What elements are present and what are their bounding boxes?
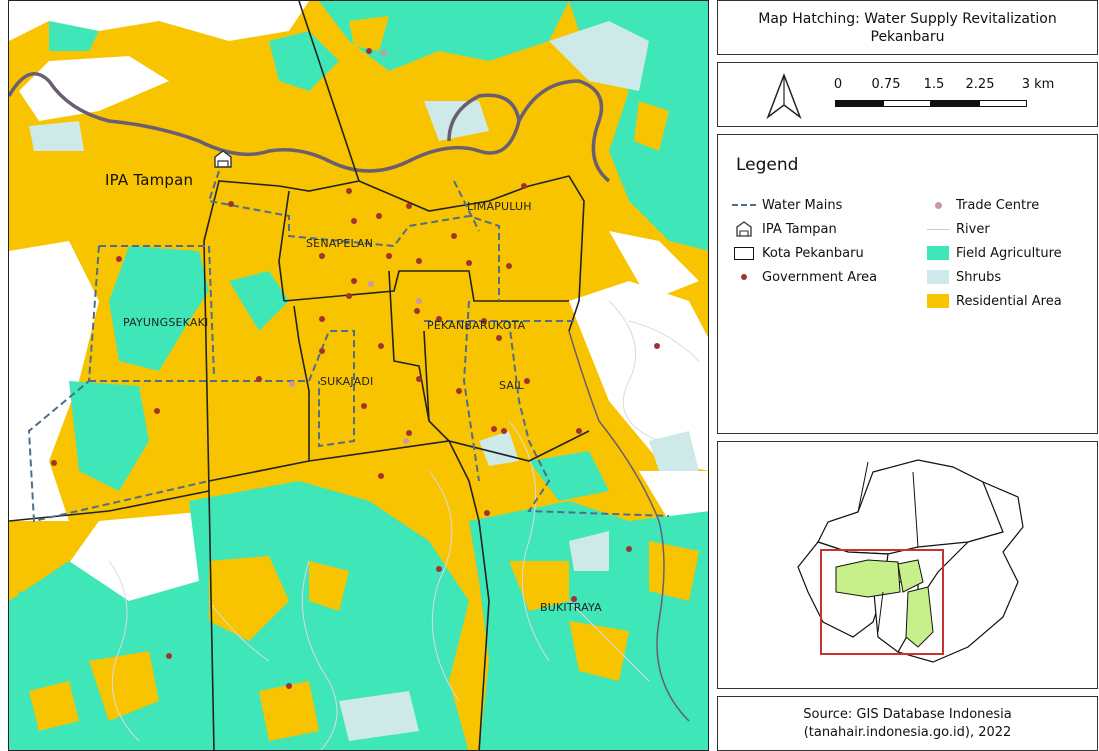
inset-boundary-lines [857,461,919,633]
legend-label: IPA Tampan [762,221,837,237]
label-district: PAYUNGSEKAKI [123,316,209,329]
legend-item-kota-pekanbaru: Kota Pekanbaru [732,245,864,261]
label-district: SUKAJADI [320,375,374,388]
study-area-centre [897,559,924,593]
legend-title: Legend [736,155,799,175]
water-treatment-plant-icon [736,221,752,237]
scale-segment-white [883,100,931,107]
source-line-2: (tanahair.indonesia.go.id), 2022 [803,724,1012,740]
legend-label: River [956,221,990,237]
fill-icon [927,246,949,260]
shrubs [29,21,699,741]
dot-icon [741,274,747,280]
boundary-box-icon [734,246,754,260]
siak-river [9,72,611,183]
legend-item-shrubs: Shrubs [926,269,1001,285]
legend-label: Trade Centre [956,197,1040,213]
source-attribution: Source: GIS Database Indonesia (tanahair… [717,696,1098,751]
unclassified-land [9,1,708,601]
dashed-line-icon [732,204,756,206]
legend-item-government-area: Government Area [732,269,877,285]
label-district: PEKANBARUKOTA [427,319,526,332]
map-title-line-2: Pekanbaru [870,28,945,45]
label-district: SENAPELAN [306,237,374,250]
scale-and-north-panel: 0 0.75 1.5 2.25 3 km [717,62,1098,127]
scale-tick-label: 3 km [1021,77,1055,92]
scale-segment-black [931,100,979,107]
inset-locator-map [717,441,1098,689]
legend-item-river: River [926,221,990,237]
water-mains [27,170,670,523]
dot-icon [934,201,942,209]
region-north [817,459,1004,555]
minor-rivers [108,300,700,750]
legend-item-trade-centre: Trade Centre [926,197,1039,213]
label-district: SAIL [499,379,524,392]
label-district: BUKITRAYA [540,601,602,614]
legend-label: Kota Pekanbaru [762,245,864,261]
legend-item-field-agriculture: Field Agriculture [926,245,1062,261]
fill-icon [927,294,949,308]
legend-item-water-mains: Water Mains [732,197,842,213]
legend-item-ipa-tampan: IPA Tampan [732,221,837,237]
study-area-south [905,586,934,648]
north-arrow-icon [766,73,802,119]
government-area-points [51,48,660,689]
label-ipa-tampan: IPA Tampan [105,171,194,189]
scale-segment-black [835,100,883,107]
study-area-north [835,559,901,598]
legend-label: Shrubs [956,269,1002,285]
legend-label: Field Agriculture [956,245,1062,261]
legend-label: Water Mains [762,197,843,213]
scale-segment-white [979,100,1027,107]
trade-centre-points [289,50,422,444]
water-treatment-plant-icon [214,150,232,168]
map-canvas [9,1,708,750]
scale-tick-label: 0.75 [871,77,901,92]
siak-river-south [568,330,690,722]
label-district: LIMAPULUH [467,200,532,213]
inset-map-canvas [797,459,1024,663]
map-title-line-1: Map Hatching: Water Supply Revitalizatio… [758,10,1057,27]
legend-label: Residential Area [956,293,1062,309]
scale-tick-label: 1.5 [923,77,945,92]
study-area-frame [820,549,944,655]
legend-item-residential-area: Residential Area [926,293,1062,309]
source-line-1: Source: GIS Database Indonesia [803,706,1012,722]
scale-tick-label: 2.25 [965,77,995,92]
map-title: Map Hatching: Water Supply Revitalizatio… [717,0,1098,55]
fill-icon [927,270,949,284]
residential-patches [29,16,699,741]
kota-pekanbaru-boundaries [9,1,590,750]
main-map[interactable]: IPA Tampan SENAPELAN LIMAPULUH PAYUNGSEK… [8,0,709,751]
legend-label: Government Area [762,269,878,285]
line-icon [927,228,949,230]
legend-panel: Legend Water Mains IPA Tampan Kota Pekan… [717,134,1098,434]
scale-tick-label: 0 [833,77,843,92]
